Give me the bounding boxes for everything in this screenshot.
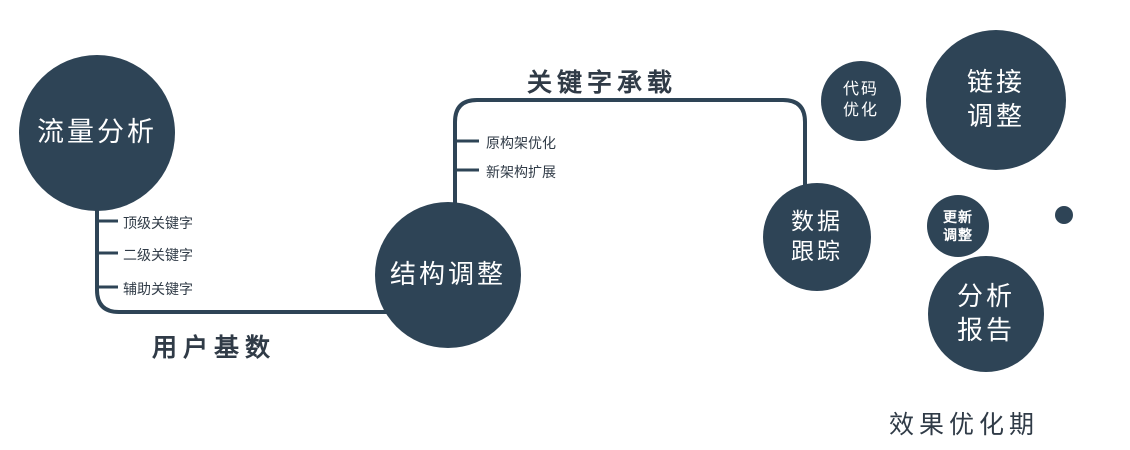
node-data-tracking: 数据 跟踪: [763, 183, 871, 291]
tick-label-second-keyword: 二级关键字: [123, 247, 193, 263]
caption-effect-optimization-period: 效果优化期: [889, 411, 1040, 439]
connector-structure-to-tracking: [453, 98, 807, 250]
node-update-adjust: 更新 调整: [927, 195, 989, 257]
node-traffic-analysis: 流量分析: [19, 55, 175, 211]
edge-label-user-base: 用户基数: [152, 334, 277, 362]
node-structure-adjust: 结构调整: [375, 202, 521, 348]
tick-label-arch-optimize: 原构架优化: [486, 135, 556, 151]
node-code-optimization: 代码 优化: [821, 61, 901, 141]
edge-label-keyword-bearing: 关键字承载: [527, 69, 678, 97]
connector-traffic-to-structure: [95, 150, 440, 314]
tick-label-aux-keyword: 辅助关键字: [123, 281, 193, 297]
node-link-adjust: 链接 调整: [926, 30, 1066, 170]
tick-label-arch-expand: 新架构扩展: [486, 164, 556, 180]
tick-label-top-keyword: 顶级关键字: [123, 215, 193, 231]
node-analysis-report: 分析 报告: [928, 256, 1044, 372]
dot-node: [1055, 206, 1073, 224]
